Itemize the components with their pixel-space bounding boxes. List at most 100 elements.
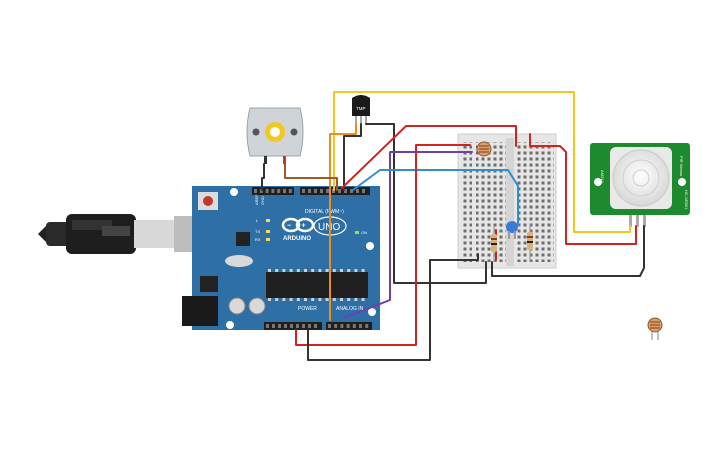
dc-motor[interactable] (246, 107, 304, 164)
crystal (225, 255, 253, 267)
pin (311, 298, 315, 301)
pin (340, 269, 343, 272)
wire-brown[interactable] (284, 163, 338, 191)
pin (314, 324, 317, 328)
pin (304, 269, 307, 272)
usb-cable[interactable] (38, 214, 218, 254)
pir-sensor[interactable]: AM312 PIR Sensor HC-SR501 (590, 143, 690, 227)
pin (338, 189, 341, 193)
pir-pin (636, 215, 639, 227)
digital-header-label: DIGITAL (PWM~) (305, 209, 344, 215)
pin (282, 269, 286, 272)
pin (288, 189, 292, 193)
mount-hole (366, 242, 374, 250)
digital-pins (254, 189, 365, 193)
arduino-logo: − + (281, 217, 315, 233)
pin (278, 324, 281, 328)
wire-purple[interactable] (343, 151, 473, 319)
pin (356, 189, 359, 193)
pin (328, 324, 331, 328)
resistor[interactable] (527, 224, 533, 262)
pin (259, 189, 263, 193)
pir-dome (612, 149, 670, 207)
pin (318, 269, 322, 272)
led-tx (266, 230, 270, 233)
photoresistor[interactable] (476, 141, 492, 157)
arduino-uno[interactable]: L TX RX ON − + ARDUINO UNO DIGITAL (PWM~… (182, 186, 380, 330)
svg-text:+: + (302, 223, 306, 230)
wire-black[interactable] (307, 253, 479, 361)
wire-red[interactable] (529, 133, 637, 245)
capacitor (248, 297, 266, 315)
pin (308, 189, 311, 193)
tmp-label: TMP (356, 106, 366, 111)
pin (266, 324, 269, 328)
breadboard[interactable] (457, 133, 557, 269)
power-rail-left[interactable] (462, 142, 472, 262)
mount-hole (594, 178, 602, 186)
wire-black[interactable] (491, 225, 645, 277)
regulator (200, 276, 218, 292)
led[interactable] (506, 221, 518, 239)
reset-button-cap[interactable] (203, 196, 213, 206)
pin (320, 189, 323, 193)
usb-chip (236, 232, 250, 246)
bottom-pins (266, 324, 369, 328)
wire-black[interactable] (365, 123, 487, 284)
brand-label: ARDUINO (283, 236, 311, 242)
motor-lead-red (283, 156, 286, 164)
pin (350, 189, 353, 193)
power-jack[interactable] (182, 296, 218, 326)
pin (272, 324, 275, 328)
pin (365, 324, 369, 328)
pin (332, 269, 336, 272)
pin (275, 298, 279, 301)
pin (326, 189, 329, 193)
resistor[interactable] (491, 226, 497, 262)
motor-shaft (270, 127, 280, 137)
pin (318, 298, 322, 301)
pir-label-2: HC-SR501 (684, 190, 689, 210)
wire-black[interactable] (261, 163, 265, 191)
pin (354, 269, 358, 272)
pin (347, 269, 351, 272)
wire-blue[interactable] (352, 169, 519, 226)
wire-orange[interactable] (329, 123, 357, 321)
pin (254, 189, 257, 193)
center-channel (506, 138, 514, 266)
pin (347, 298, 351, 301)
pin (268, 298, 271, 301)
pin (271, 189, 275, 193)
label-rx: RX (255, 237, 261, 242)
label-gnd: GND (260, 196, 265, 205)
pin (314, 189, 317, 193)
power-header-label: POWER (298, 306, 317, 312)
pin (268, 269, 271, 272)
pin (362, 189, 365, 193)
svg-text:−: − (287, 223, 291, 230)
atmega-chip (266, 272, 368, 298)
chip-pins (268, 269, 365, 301)
mount-hole (230, 188, 238, 196)
tmp-temperature-sensor[interactable]: TMP (352, 95, 370, 124)
motor-screw (290, 128, 298, 136)
motor-screw (252, 128, 260, 136)
power-rail-right[interactable] (546, 142, 554, 262)
photoresistor[interactable] (647, 317, 663, 340)
pin (290, 324, 293, 328)
pin (332, 298, 336, 301)
led-on (355, 231, 359, 234)
pin (354, 298, 358, 301)
wire-red[interactable] (295, 144, 471, 346)
pin (311, 269, 315, 272)
wire-black[interactable] (343, 123, 362, 191)
pir-label-3: AM312 (600, 170, 605, 183)
pin (325, 298, 329, 301)
led-l (266, 219, 270, 222)
motor-lead-black (264, 156, 267, 164)
wire-yellow[interactable] (333, 91, 631, 233)
wire-red[interactable] (341, 125, 517, 189)
pin (340, 298, 343, 301)
pin (283, 189, 286, 193)
